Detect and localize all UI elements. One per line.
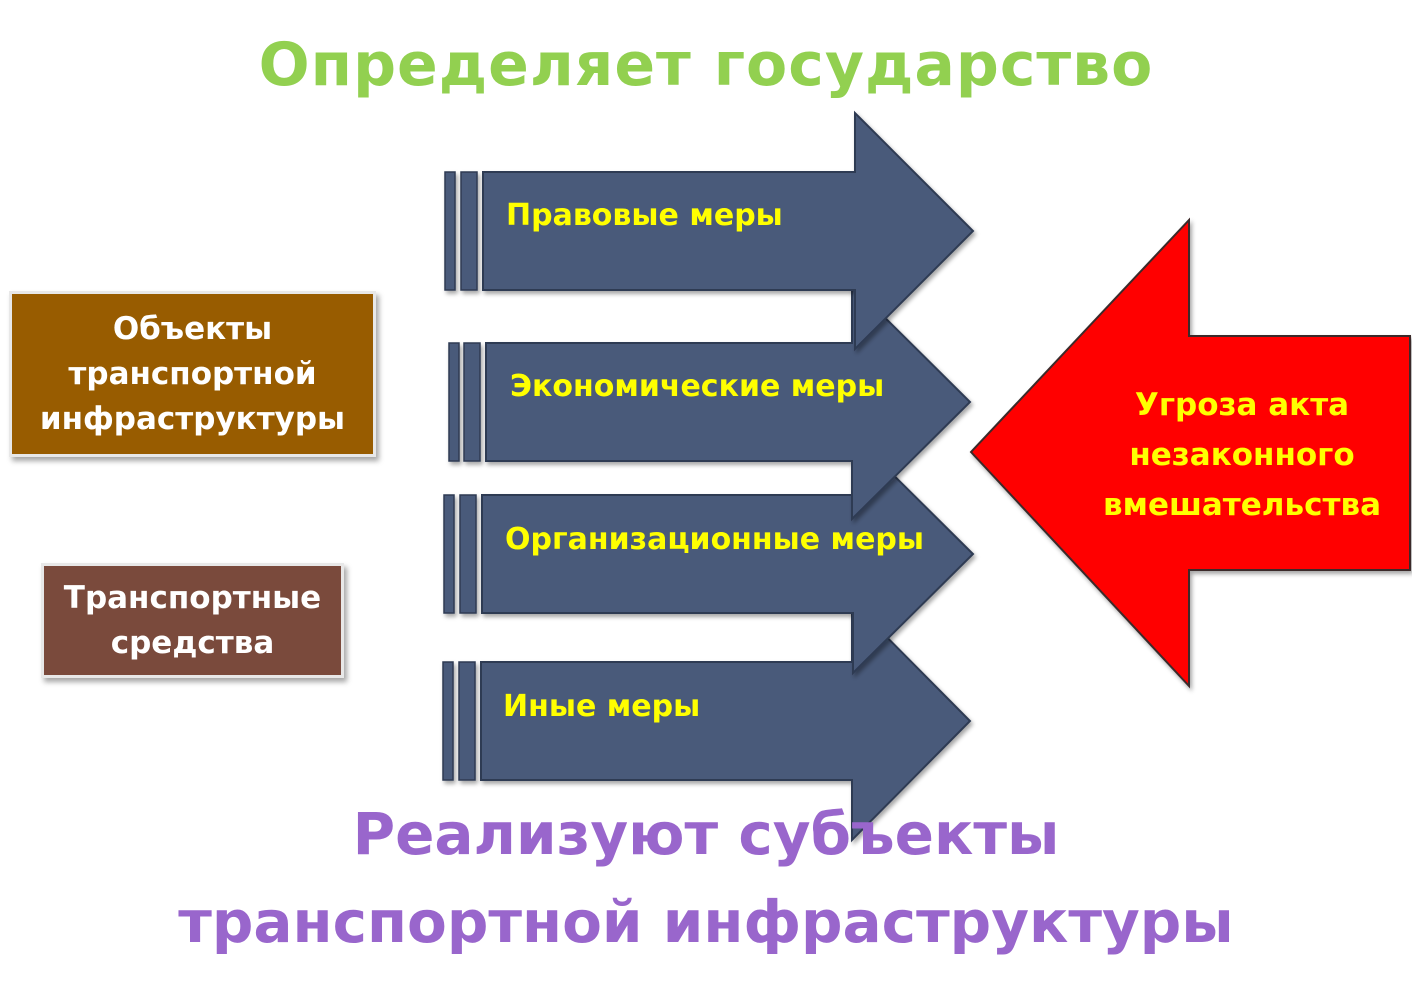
threat-label-line: Угроза акта — [1134, 387, 1350, 423]
bottom-title-line: Реализуют субъекты — [352, 800, 1060, 868]
bottom-title: Реализуют субъекты транспортной инфрастр… — [0, 790, 1412, 966]
threat-label-line: незаконного — [1129, 437, 1355, 473]
arrow-label-organizational: Организационные меры — [505, 522, 925, 557]
objects-box-line: транспортной — [68, 355, 317, 392]
bottom-title-line: транспортной инфраструктуры — [178, 888, 1234, 956]
objects-box-line: инфраструктуры — [39, 400, 346, 437]
objects-box: Объекты транспортной инфраструктуры — [9, 291, 376, 457]
arrow-label-other: Иные меры — [503, 689, 701, 724]
vehicles-box-line: Транспортные — [63, 579, 322, 616]
threat-arrow — [969, 217, 1411, 689]
vehicles-box: Транспортные средства — [41, 563, 344, 678]
vehicles-box-line: средства — [110, 624, 275, 661]
arrow-label-economic: Экономические меры — [510, 369, 885, 404]
threat-label-line: вмешательства — [1102, 487, 1381, 523]
top-title: Определяет государство — [258, 30, 1154, 100]
arrow-label-legal: Правовые меры — [506, 198, 783, 233]
measure-arrow-economic — [448, 282, 972, 522]
threat-label: Угроза акта незаконного вмешательства — [1092, 380, 1392, 530]
measure-arrow-other — [442, 599, 972, 843]
objects-box-line: Объекты — [112, 310, 273, 347]
measure-arrow-legal — [444, 110, 975, 352]
